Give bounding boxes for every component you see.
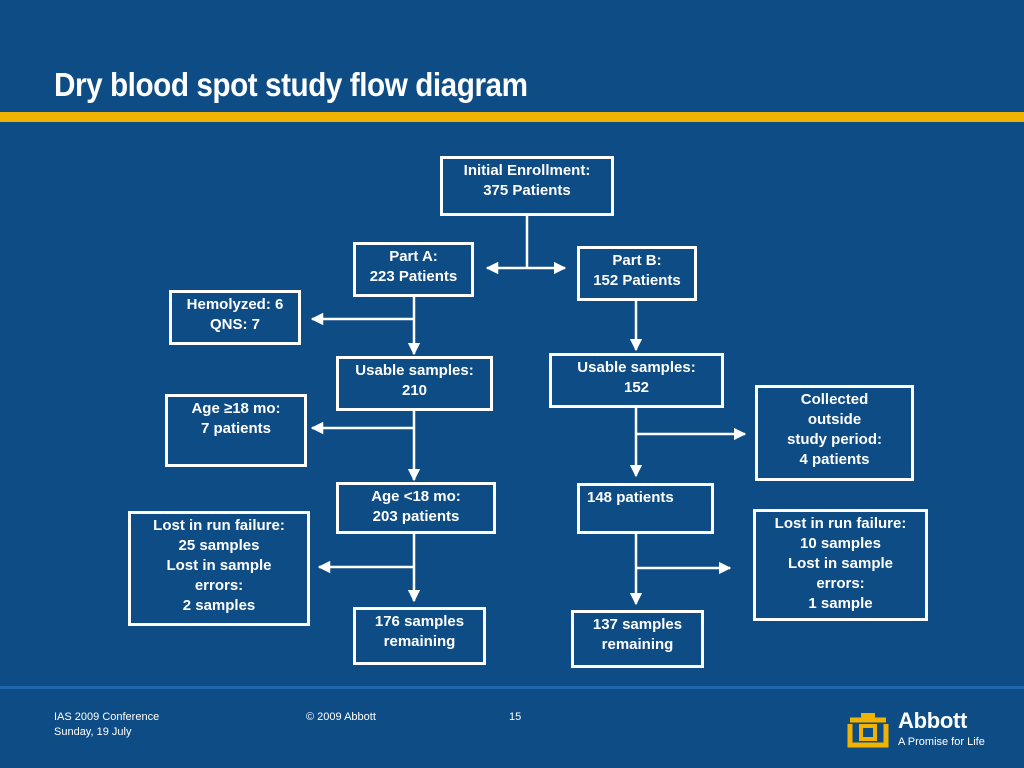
box-176-remaining: 176 samples remaining (353, 607, 486, 665)
box-hemolyzed: Hemolyzed: 6 QNS: 7 (169, 290, 301, 345)
box-line: outside (807, 411, 862, 428)
box-line: study period: (786, 431, 882, 448)
box-line: Usable samples: (577, 359, 696, 376)
box-line: 176 samples (374, 613, 465, 630)
box-line: 152 (623, 379, 650, 396)
box-line: 203 patients (372, 508, 460, 525)
title-divider (0, 112, 1024, 122)
box-line: 2 samples (182, 597, 256, 614)
box-line: remaining (383, 633, 456, 650)
box-line: 7 patients (200, 420, 272, 437)
box-line: 10 samples (800, 535, 881, 552)
box-line: Usable samples: (355, 362, 474, 379)
box-line: 25 samples (178, 537, 260, 554)
box-line: Part A: (389, 248, 438, 265)
box-line: errors: (816, 575, 865, 592)
box-age-lt18: Age <18 mo: 203 patients (336, 482, 496, 534)
box-line: 210 (401, 382, 428, 399)
box-line: Lost in sample (787, 555, 894, 572)
footer-conference: IAS 2009 Conference (54, 711, 160, 723)
box-line: 375 Patients (483, 182, 571, 199)
box-initial-enrollment: Initial Enrollment: 375 Patients (440, 156, 614, 216)
box-137-remaining: 137 samples remaining (571, 610, 704, 668)
box-line: 152 Patients (593, 272, 681, 289)
footer-divider (0, 686, 1024, 689)
box-line: remaining (601, 636, 674, 653)
footer-page-number: 15 (509, 711, 522, 723)
box-line: 223 Patients (369, 268, 458, 285)
footer-copyright: © 2009 Abbott (306, 711, 376, 723)
abbott-logo-icon (847, 713, 889, 748)
abbott-logo-wordmark: Abbott (898, 708, 968, 733)
box-148-patients: 148 patients (577, 483, 714, 534)
footer-date: Sunday, 19 July (54, 726, 132, 738)
box-collected-outside: Collected outside study period: 4 patien… (755, 385, 914, 481)
box-line: errors: (194, 577, 244, 594)
box-line: QNS: 7 (209, 316, 260, 333)
box-line: 4 patients (799, 451, 870, 468)
slide-title: Dry blood spot study flow diagram (54, 66, 528, 103)
box-usable-samples-a: Usable samples: 210 (336, 356, 493, 411)
box-line: Age <18 mo: (371, 488, 461, 505)
box-line: 148 patients (587, 489, 674, 506)
box-line: Initial Enrollment: (463, 162, 591, 179)
box-part-b: Part B: 152 Patients (577, 246, 697, 301)
box-line: Hemolyzed: 6 (186, 296, 284, 313)
box-part-a: Part A: 223 Patients (353, 242, 474, 297)
box-line: Age ≥18 mo: (191, 400, 281, 417)
box-line: Lost in sample (166, 557, 272, 574)
box-line: Lost in run failure: (774, 515, 907, 532)
box-usable-samples-b: Usable samples: 152 (549, 353, 724, 408)
box-line: Part B: (612, 252, 662, 269)
box-lost-run-failure-b: Lost in run failure: 10 samples Lost in … (753, 509, 928, 621)
box-line: Lost in run failure: (153, 517, 285, 534)
box-line: 1 sample (808, 595, 873, 612)
box-line: Collected (800, 391, 869, 408)
box-line: 137 samples (592, 616, 683, 633)
logo-tagline: A Promise for Life (898, 736, 985, 748)
box-age-ge18: Age ≥18 mo: 7 patients (165, 394, 307, 467)
box-lost-run-failure-a: Lost in run failure: 25 samples Lost in … (128, 511, 310, 626)
